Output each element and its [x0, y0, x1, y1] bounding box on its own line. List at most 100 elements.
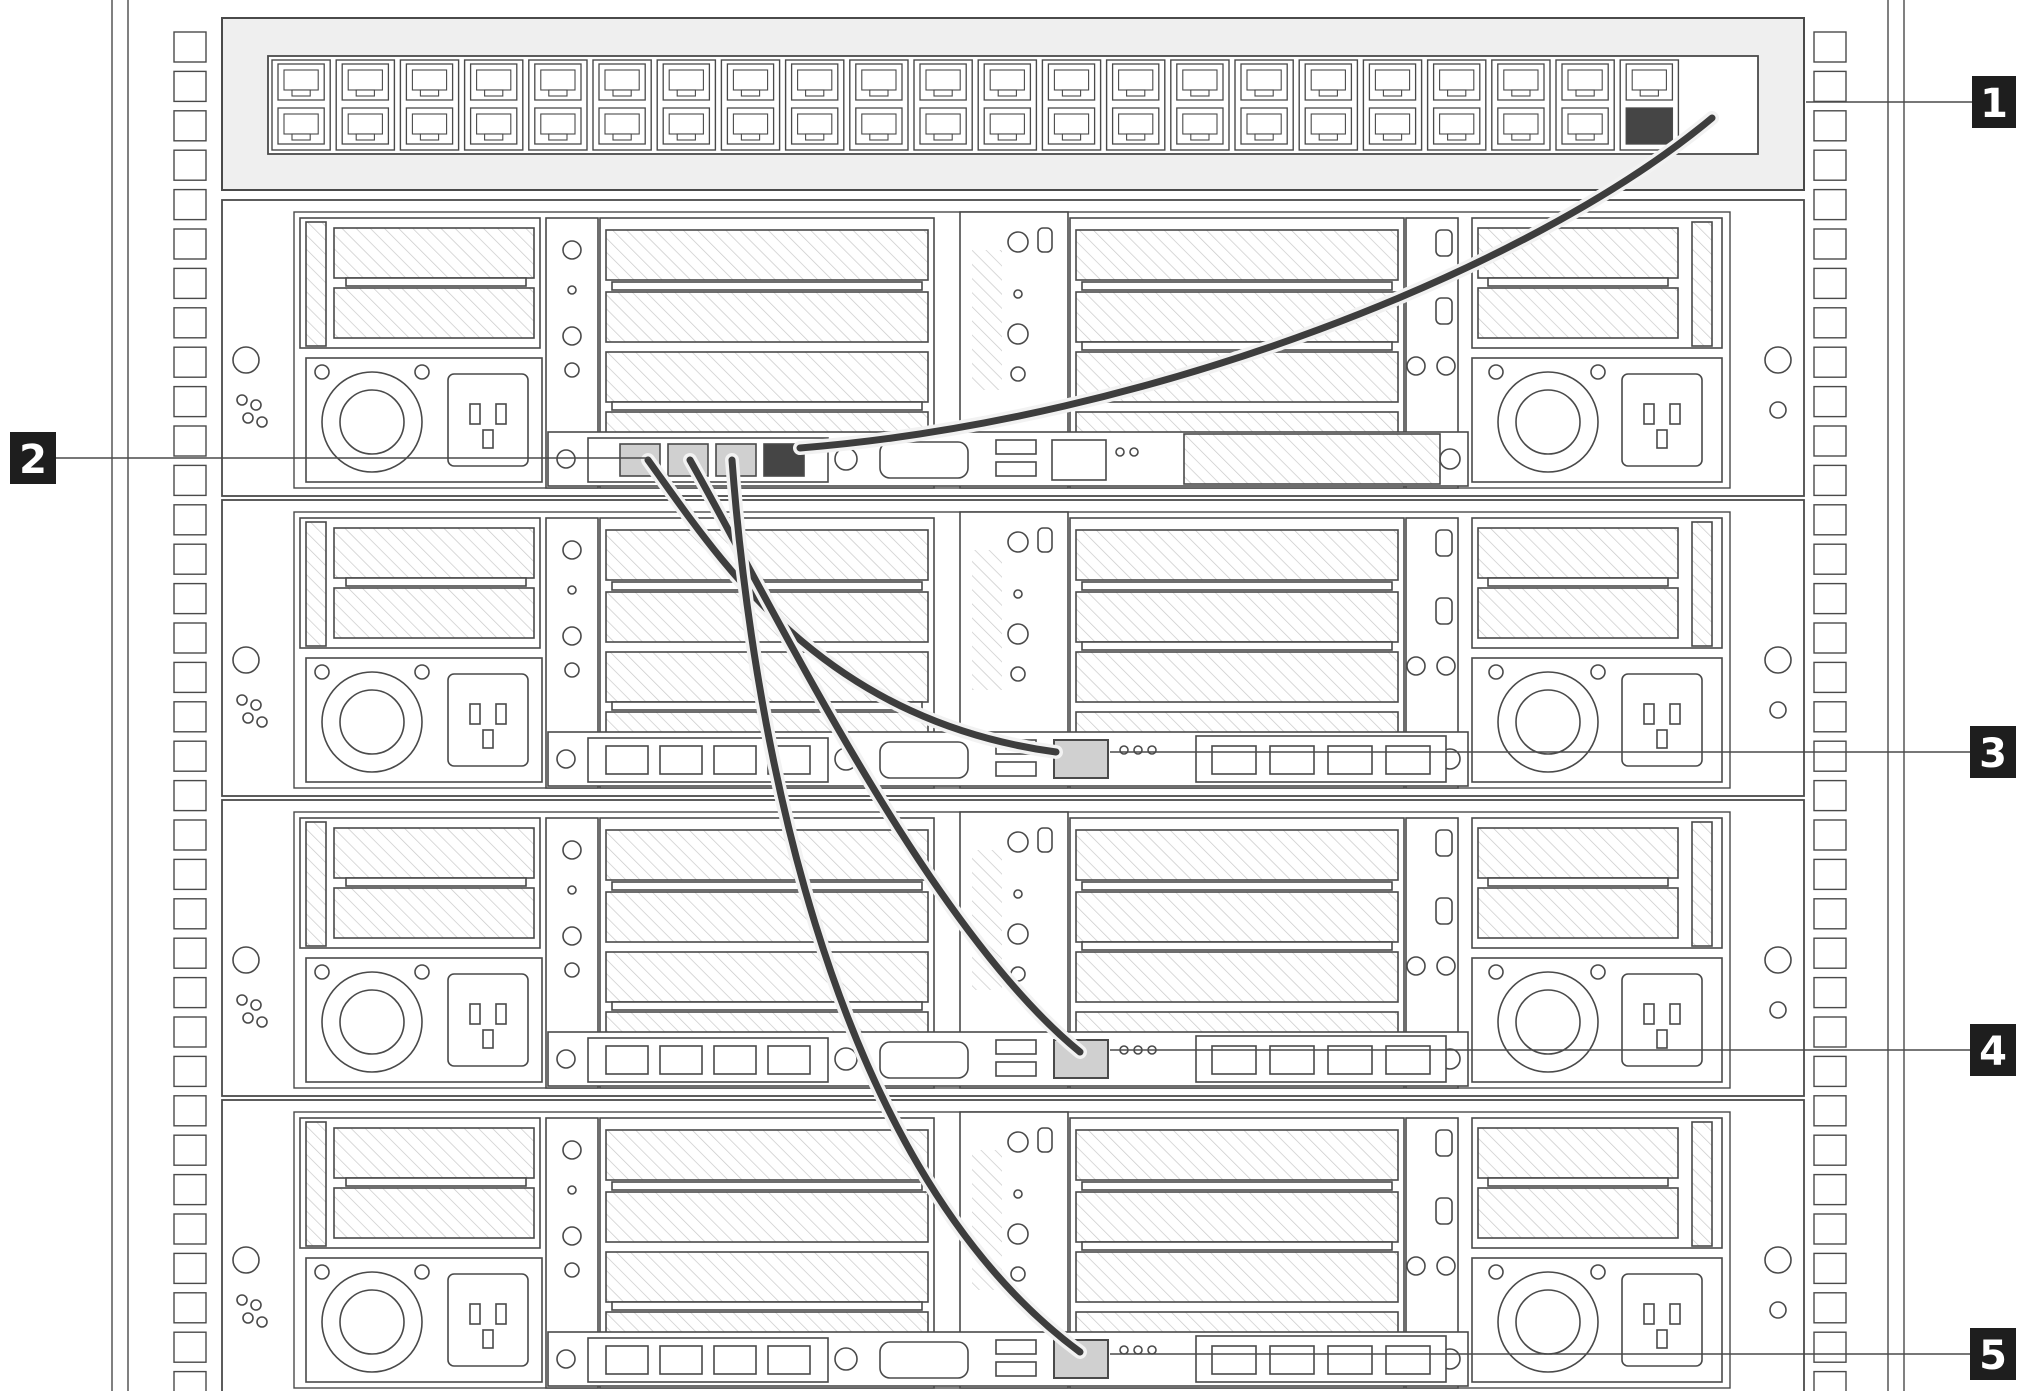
rack-mount-hole [173, 701, 207, 733]
rj45-port-latch [484, 133, 504, 141]
rack-mount-hole [173, 937, 207, 969]
ocp-network-port [767, 1045, 811, 1075]
rj45-port-jack [1310, 69, 1346, 91]
rj45-port-latch [612, 133, 632, 141]
bracket-dot [567, 585, 577, 595]
rack-mount-hole [173, 149, 207, 181]
pcie-slot-cover [1075, 829, 1399, 881]
adapter-network-port [1269, 1345, 1315, 1375]
rack-mount-hole [173, 425, 207, 457]
callout-5-label: 5 [1979, 1333, 2007, 1379]
bracket-screw [1406, 356, 1426, 376]
switch-port-column [335, 59, 396, 151]
rack-mount-hole [173, 31, 207, 63]
switch-port-column [592, 59, 652, 151]
psu-inlet-pin [1656, 729, 1668, 749]
rj45-port-latch [740, 133, 761, 141]
rack-ear-hole [232, 646, 260, 674]
rj45-port-latch [676, 89, 696, 97]
rack-mount-hole [1813, 622, 1847, 654]
rj45-port-jack [925, 113, 961, 135]
ocp-network-port [605, 745, 649, 775]
rj45-port-latch [419, 133, 440, 141]
pcie-slot-bar [611, 1001, 923, 1011]
rack-mount-hole [1813, 1173, 1847, 1206]
switch-port-column [849, 59, 909, 151]
rack-mount-hole [1813, 1134, 1847, 1166]
pcie-slot-cover [1477, 1127, 1679, 1179]
rack-mount-hole [173, 740, 207, 772]
bracket-screw [562, 626, 582, 646]
rack-mount-hole [1813, 582, 1847, 615]
psu-inlet-pin [1669, 1303, 1681, 1325]
psu-inlet-pin [482, 1029, 494, 1049]
pcie-slot-bar [1081, 581, 1393, 591]
callout-2: 2 [10, 432, 56, 484]
psu-fan-screw [314, 664, 330, 680]
switch-port-column [720, 59, 781, 151]
rack-mount-hole [173, 582, 207, 615]
pcie-slot-bar [1081, 281, 1393, 291]
rack-mount-hole [1813, 1331, 1847, 1363]
pcie-slot-cover [605, 229, 929, 281]
pcie-slot-cover [1477, 527, 1679, 579]
psu-power-inlet [1621, 1273, 1703, 1367]
rack-mount-hole [1813, 70, 1847, 103]
rack-mount-hole [1813, 1095, 1847, 1127]
callout-5-box [1970, 1328, 2016, 1380]
rj45-port-latch [548, 89, 568, 97]
psu-inlet-pin [469, 703, 481, 725]
status-led [1129, 447, 1139, 457]
bracket-screw [1007, 231, 1029, 253]
rack-mount-hole [173, 1173, 207, 1206]
rack-mount-hole [1813, 504, 1847, 536]
bracket-latch [1435, 229, 1453, 257]
rj45-port-latch [355, 133, 375, 141]
pcie-slot-cover [1075, 891, 1399, 943]
pcie-slot-bar [611, 881, 923, 891]
rack-mount-hole [1813, 661, 1847, 694]
rj45-port-jack [476, 113, 512, 135]
rack-mount-hole [1813, 779, 1847, 812]
switch-port-column [399, 59, 460, 151]
bracket-screw [562, 326, 582, 346]
psu-fan-outer [321, 971, 423, 1073]
callout-2-box [10, 432, 56, 484]
bracket-screw [562, 1226, 582, 1246]
bracket-screw [1436, 356, 1456, 376]
rj45-port-jack [1439, 113, 1475, 135]
rack-ear-dot [242, 712, 254, 724]
rj45-port-latch [1126, 133, 1146, 141]
psu-inlet-pin [495, 1003, 507, 1025]
switch-port-column [977, 59, 1038, 151]
pcie-slot-cover [333, 887, 535, 939]
rack-mount-hole [173, 898, 207, 930]
bracket-screw [1436, 1256, 1456, 1276]
callout-3-label: 3 [1979, 731, 2007, 777]
usb-port [995, 761, 1037, 777]
psu-inlet-pin [1656, 429, 1668, 449]
ocp-network-port [713, 745, 757, 775]
rj45-port-latch [1575, 133, 1595, 141]
rack-mount-hole [1813, 149, 1847, 181]
cable-server1-to-server4 [728, 456, 1084, 1356]
psu-fan-outer [1497, 1271, 1599, 1373]
rack-ear-dot [256, 1316, 268, 1328]
adapter-network-port [1269, 745, 1315, 775]
riser-bracket [1691, 1121, 1713, 1247]
rj45-port-jack [989, 69, 1025, 91]
adapter-network-port [1211, 1345, 1257, 1375]
io-screw [556, 1049, 576, 1069]
rj45-port-latch [1254, 89, 1274, 97]
usb-port [995, 1339, 1037, 1355]
psu-fan-inner [339, 989, 405, 1055]
bracket-screw [1007, 831, 1029, 853]
psu-fan-screw [1590, 664, 1606, 680]
psu-power-inlet [1621, 973, 1703, 1067]
bracket-latch [1435, 1129, 1453, 1157]
network-switch [221, 17, 1805, 191]
switch-port-column [913, 59, 973, 151]
rack-ear-dot [250, 699, 262, 711]
cable-switch-to-server1 [796, 114, 1716, 452]
